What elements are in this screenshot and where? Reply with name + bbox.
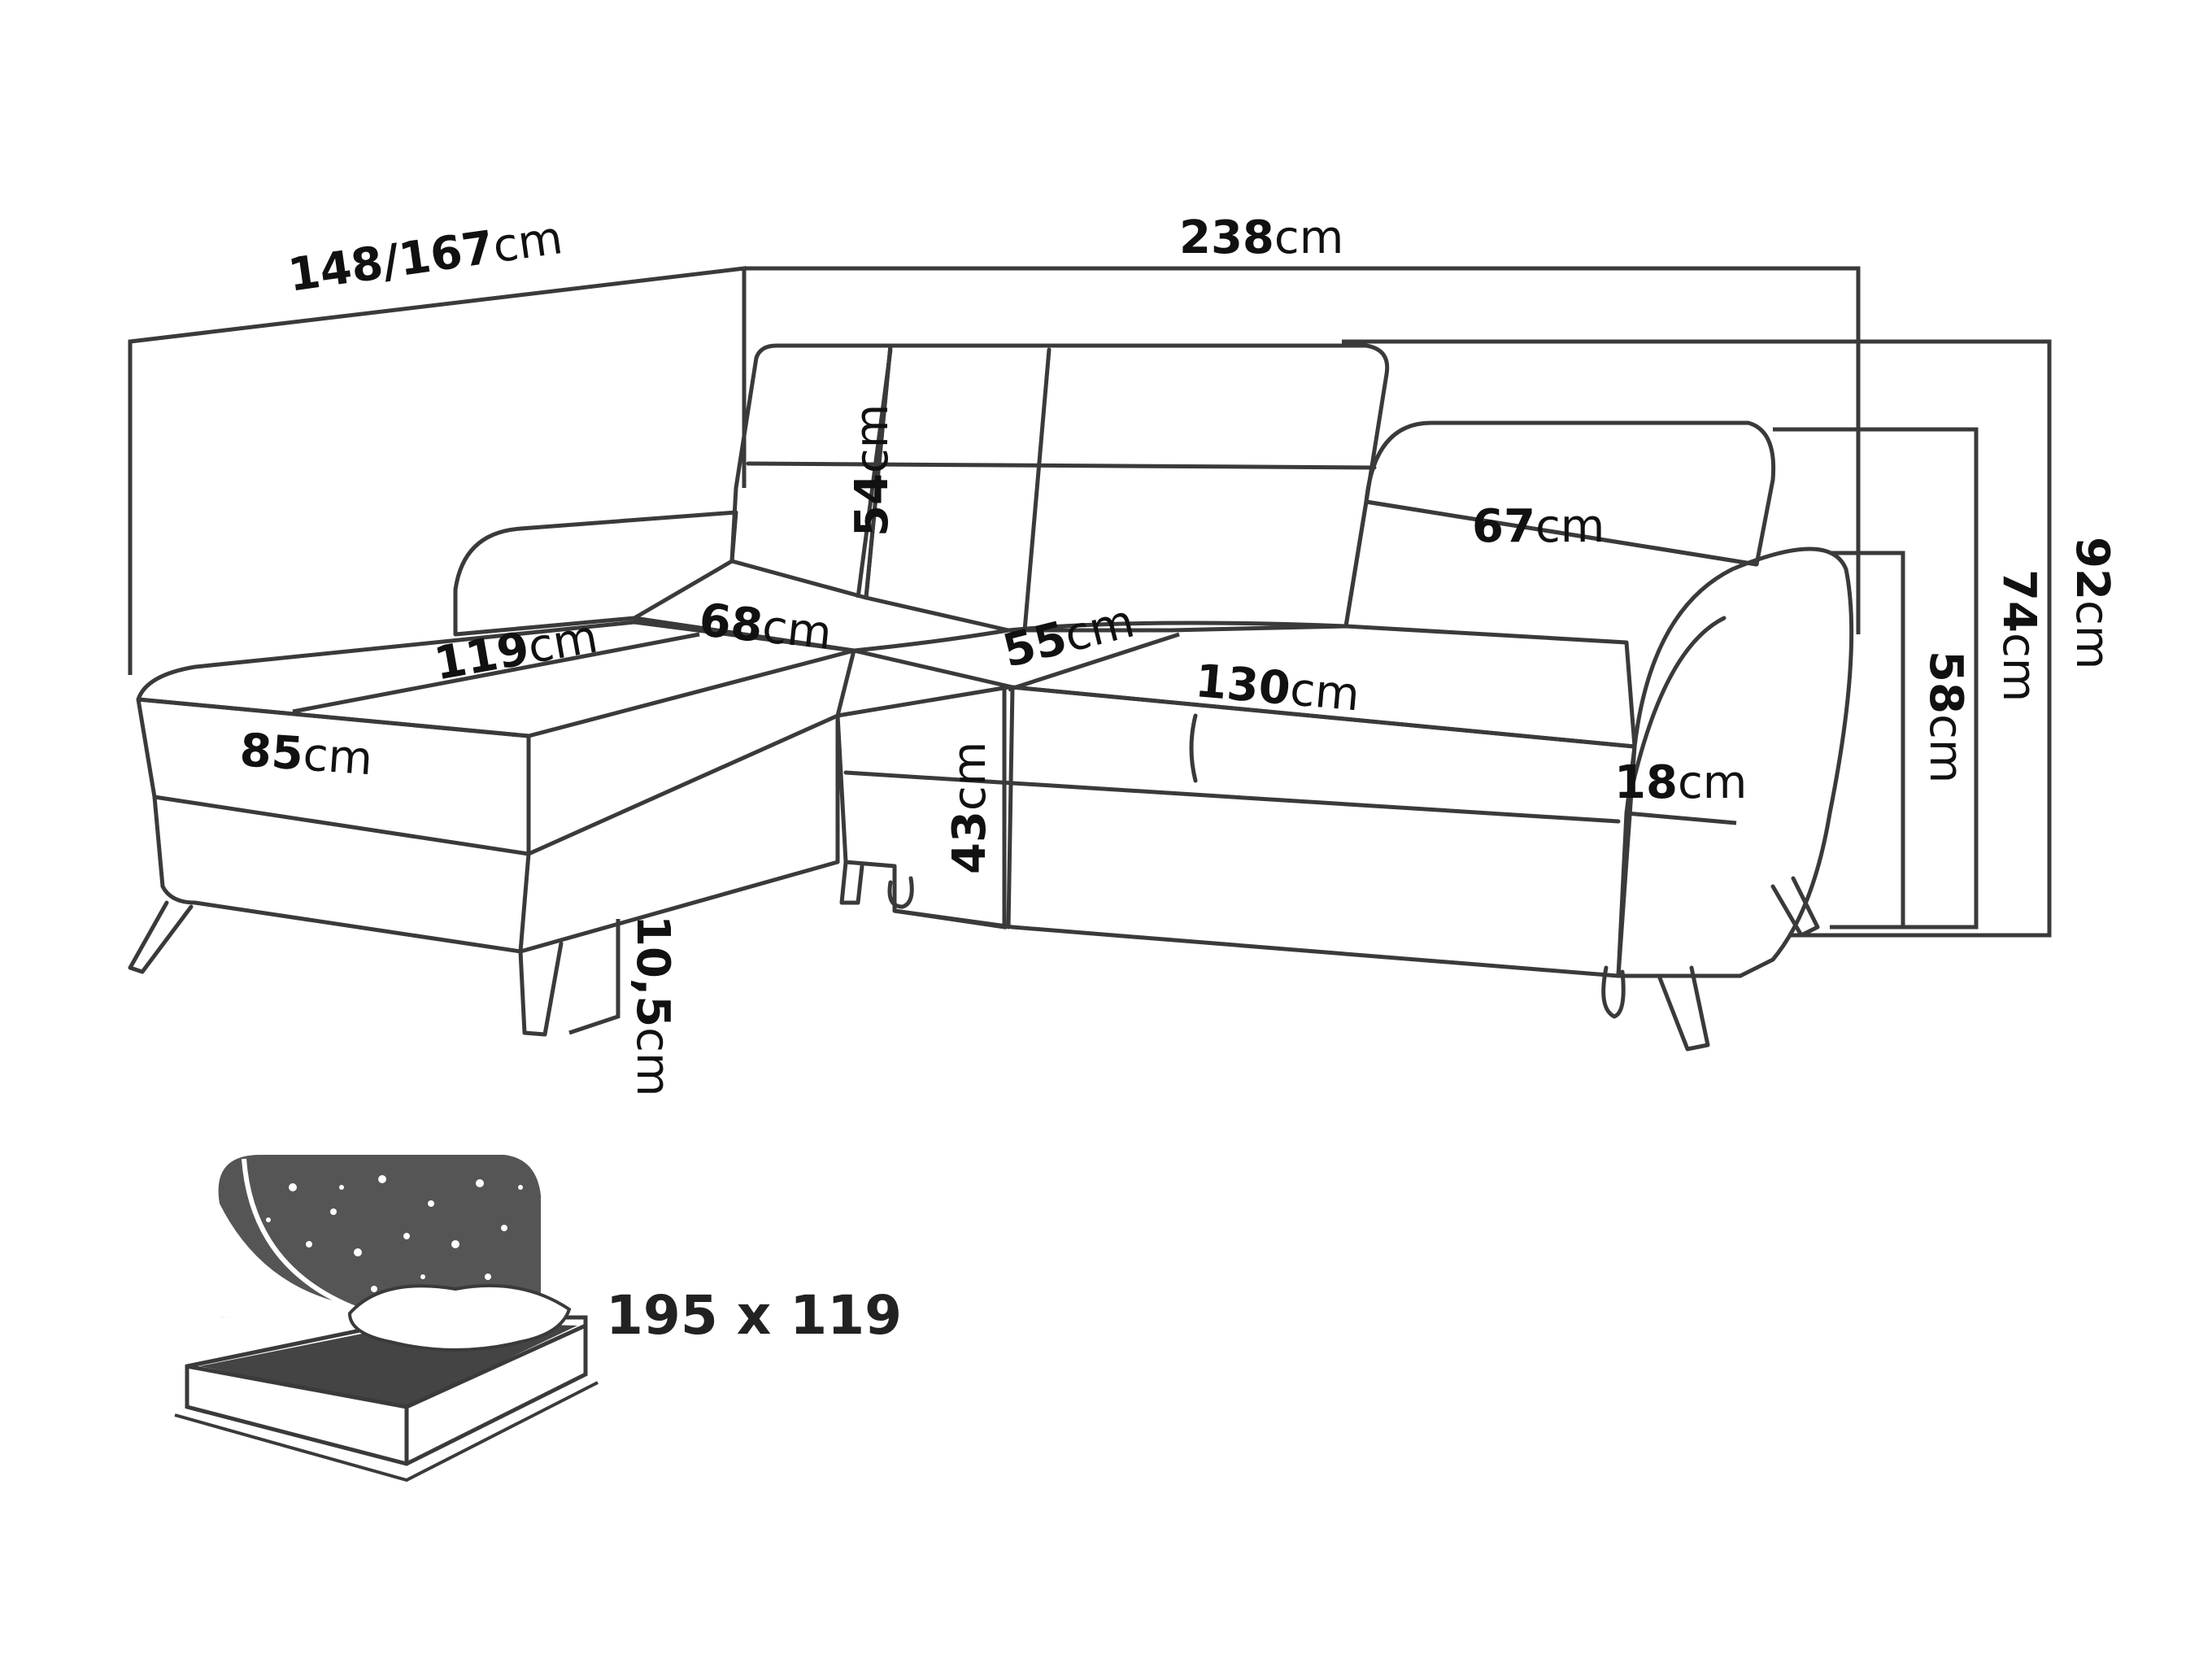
dim-unit: cm [1919, 713, 1972, 784]
dim-seat-depth: 68cm [697, 594, 834, 660]
dim-overall-height-value: 92 [2066, 537, 2118, 600]
dim-leg-height-value: 10,5 [626, 915, 679, 1028]
dim-unit: cm [301, 728, 375, 786]
dim-leg-height: 10,5cm [626, 915, 679, 1097]
dim-unit: cm [1287, 663, 1362, 722]
dim-total-width: 238cm [1179, 216, 1343, 261]
dim-armrest-width-value: 18 [1614, 756, 1678, 809]
dim-backrest-top-height: 58cm [1919, 651, 1972, 783]
dim-total-width-value: 238 [1179, 211, 1274, 264]
dim-unit: cm [1992, 632, 2045, 703]
dim-armrest-width: 18cm [1614, 760, 1747, 806]
dim-backrest-top-height-value: 58 [1919, 651, 1972, 714]
dim-overall-height: 92cm [2066, 537, 2118, 669]
dim-backrest-height: 54cm [846, 404, 899, 537]
dim-headrest-width-value: 67 [1472, 500, 1535, 553]
dim-unit: cm [2066, 599, 2118, 670]
dim-unit: cm [846, 403, 899, 474]
dim-seat-height: 43cm [943, 742, 996, 874]
dim-height-with-headrest: 74cm [1992, 569, 2045, 702]
dim-chaise-width-value: 85 [237, 724, 306, 782]
dim-unit: cm [626, 1027, 679, 1097]
dim-height-with-headrest-value: 74 [1992, 569, 2045, 633]
dim-unit: cm [943, 741, 996, 812]
dim-unit: cm [1274, 211, 1344, 264]
dim-seat-height-value: 43 [943, 811, 996, 874]
dim-main-seat-width: 130cm [1193, 655, 1362, 722]
dim-unit: cm [760, 600, 834, 660]
sleeping-area-size: 195 x 119 [606, 1284, 903, 1347]
dim-unit: cm [1535, 500, 1605, 553]
dim-unit: cm [490, 211, 566, 274]
dim-seat-depth-value: 68 [696, 594, 765, 653]
dim-unit: cm [1677, 756, 1748, 809]
stars [241, 1175, 523, 1295]
dim-headrest-width: 67cm [1472, 504, 1605, 550]
bed-icon [174, 1155, 599, 1483]
dim-backrest-height-value: 54 [846, 473, 899, 537]
sofa-outline [128, 343, 1854, 1052]
dim-main-seat-width-value: 130 [1193, 655, 1293, 716]
dim-chaise-width: 85cm [238, 724, 374, 786]
